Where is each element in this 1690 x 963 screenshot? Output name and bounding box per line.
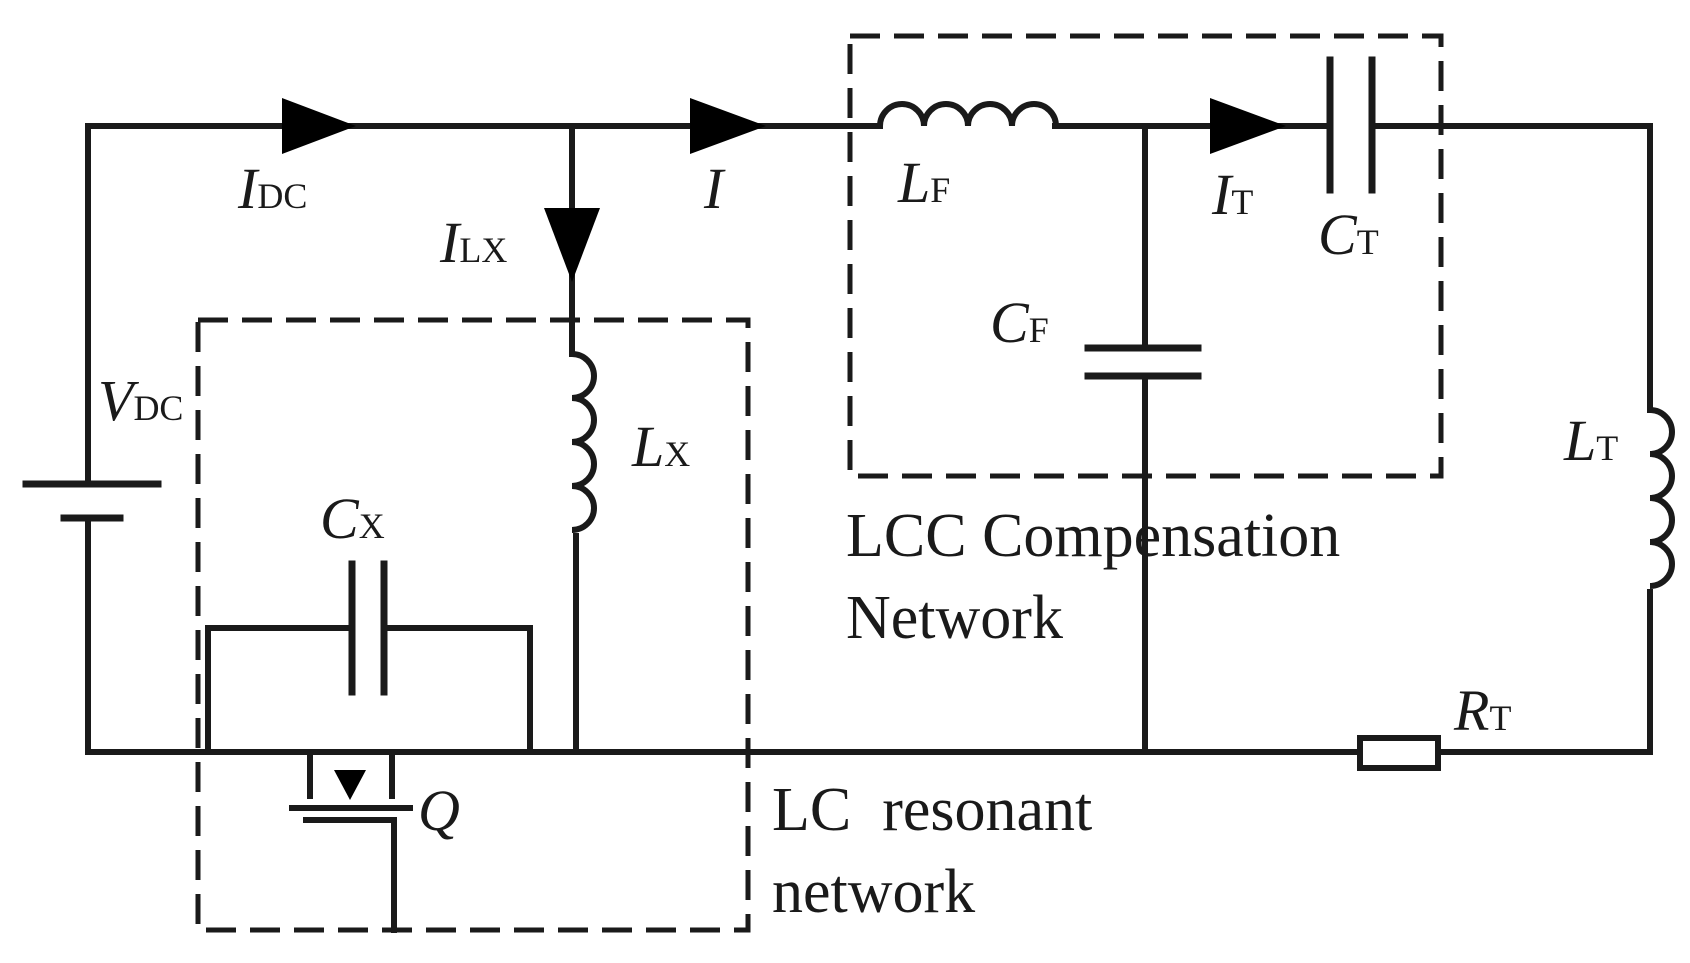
capacitor-c-x (348, 560, 388, 696)
resistor-r-t (1357, 735, 1441, 771)
current-arrow-i-lx (544, 208, 600, 282)
capacitor-c-t (1326, 56, 1376, 194)
inductor-l-f (877, 101, 1059, 127)
label-l-f: LF (897, 150, 950, 215)
label-l-t: LT (1563, 408, 1618, 473)
label-v-dc: VDC (98, 368, 183, 433)
inductor-l-t (1649, 407, 1675, 589)
capacitor-c-f (1084, 344, 1202, 380)
lc-resonant-network-region (195, 317, 751, 933)
current-arrow-i-t (1210, 98, 1286, 154)
label-i: I (703, 156, 726, 221)
current-arrow-i-dc (282, 98, 356, 154)
current-arrow-i (690, 98, 766, 154)
caption-lc-network: network (772, 858, 975, 926)
caption-lcc-network: Network (846, 584, 1063, 652)
label-q: Q (418, 778, 460, 843)
label-i-t: IT (1211, 162, 1253, 227)
label-c-f: CF (990, 290, 1049, 355)
label-l-x: LX (631, 414, 690, 479)
label-c-t: CT (1318, 202, 1379, 267)
mosfet-arrow (334, 770, 366, 800)
label-c-x: CX (320, 486, 385, 551)
caption-lcc-compensation: LCC Compensation (846, 502, 1340, 570)
label-r-t: RT (1453, 678, 1511, 743)
label-i-dc: IDC (237, 156, 307, 221)
caption-lc-resonant: LC resonant (772, 776, 1092, 844)
inductor-l-x (571, 351, 597, 533)
battery-v-dc (22, 480, 162, 522)
label-i-lx: ILX (439, 210, 507, 275)
